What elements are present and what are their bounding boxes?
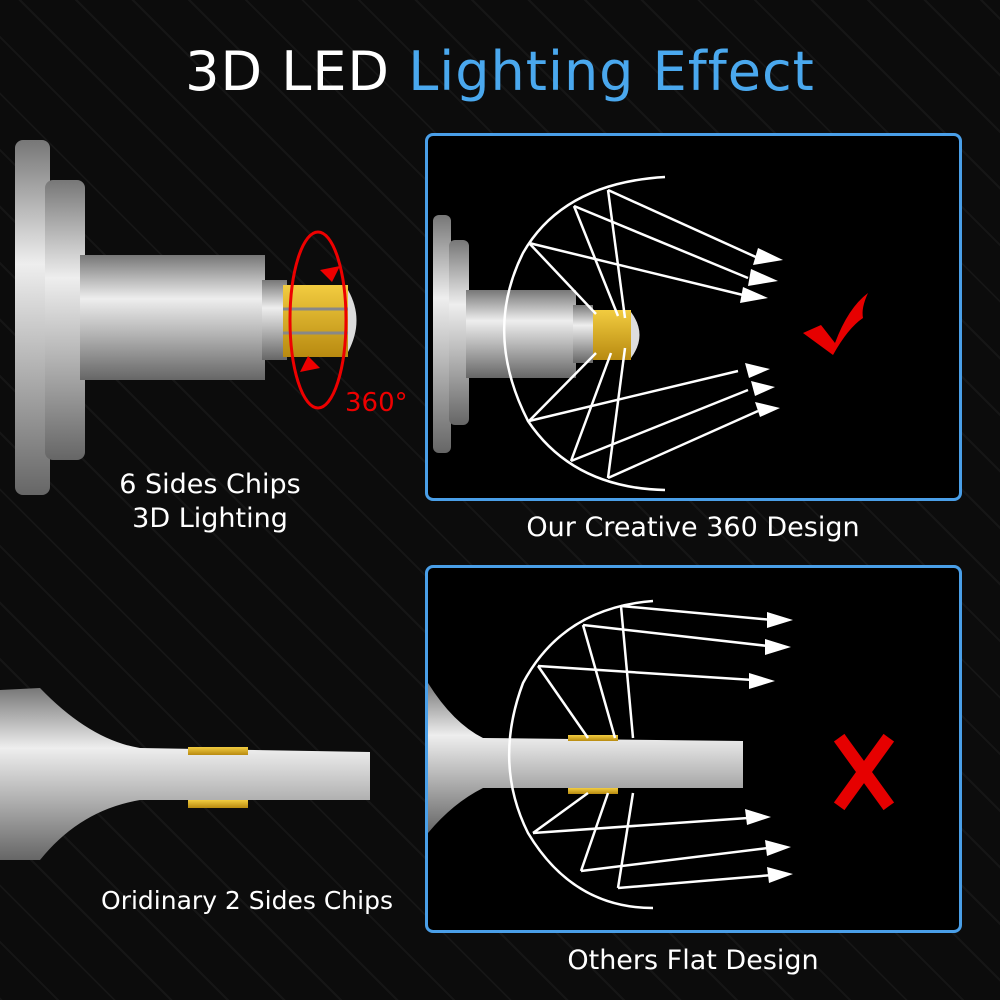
title-part2: Lighting Effect bbox=[408, 40, 815, 103]
title-part1: 3D LED bbox=[185, 40, 391, 103]
panel-360-design bbox=[425, 133, 962, 501]
creative-design-caption: Our Creative 360 Design bbox=[526, 512, 860, 543]
reflector-diagram-bad bbox=[428, 599, 895, 910]
flat-design-caption: Others Flat Design bbox=[567, 945, 819, 976]
six-side-bulb-illustration bbox=[15, 140, 357, 495]
3d-lighting-label: 3D Lighting bbox=[132, 503, 288, 534]
rotation-label: 360° bbox=[345, 388, 408, 418]
reflector-diagram-good bbox=[433, 175, 868, 492]
x-mark-icon bbox=[833, 733, 895, 811]
two-side-bulb-illustration bbox=[0, 688, 370, 860]
page-title: 3D LED Lighting Effect bbox=[0, 40, 1000, 103]
ordinary-chips-label: Oridinary 2 Sides Chips bbox=[101, 886, 393, 915]
six-sides-label: 6 Sides Chips bbox=[119, 469, 301, 500]
panel-flat-design bbox=[425, 565, 962, 933]
check-mark-icon bbox=[803, 293, 868, 355]
